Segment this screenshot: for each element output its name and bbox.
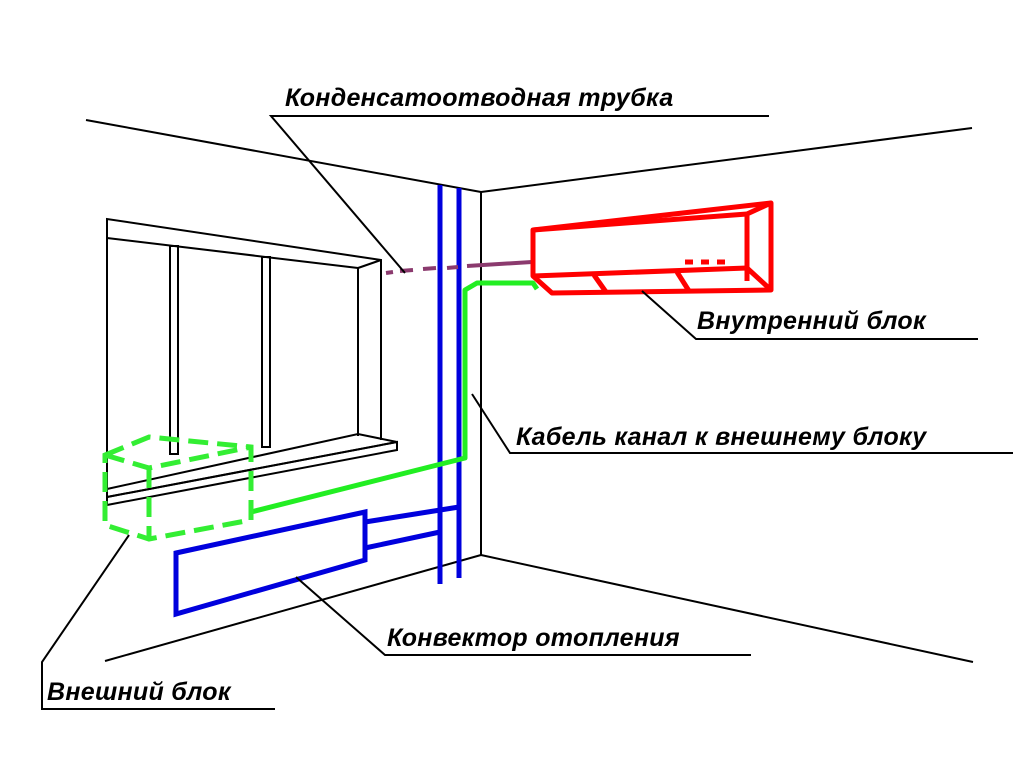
window-mullion-1 <box>169 245 179 455</box>
leader-outdoor <box>41 534 275 710</box>
label-outdoor-unit: Внешний блок <box>47 678 231 706</box>
label-cable-channel: Кабель канал к внешнему блоку <box>516 423 927 451</box>
leader-condensate <box>268 115 769 274</box>
floor-line-left <box>104 554 482 662</box>
window-top-inner <box>106 237 359 269</box>
heating-connector-top <box>364 504 460 525</box>
condensate-tube <box>385 260 533 275</box>
heating-connector-bottom <box>364 529 441 551</box>
indoor-unit <box>530 200 774 296</box>
leader-indoor <box>641 290 978 340</box>
label-condensate-tube: Конденсатоотводная трубка <box>285 84 674 112</box>
floor-line-right <box>480 554 974 663</box>
window <box>106 217 398 507</box>
label-heating-convector: Конвектор отопления <box>387 624 680 652</box>
ceiling-line-right <box>480 127 973 193</box>
outdoor-unit <box>102 434 254 542</box>
window-mullion-2 <box>261 256 271 448</box>
heating-pipes <box>364 185 462 584</box>
window-reveal-top <box>357 259 382 269</box>
cable-channel <box>250 280 540 515</box>
heating-convector <box>173 508 368 618</box>
leader-cable <box>471 393 1013 454</box>
leader-convector <box>295 576 751 656</box>
window-frame <box>106 217 382 489</box>
ceiling-line-left <box>85 119 482 193</box>
leader-lines <box>41 115 1013 710</box>
label-indoor-unit: Внутренний блок <box>697 307 926 335</box>
room-outline <box>85 119 974 663</box>
